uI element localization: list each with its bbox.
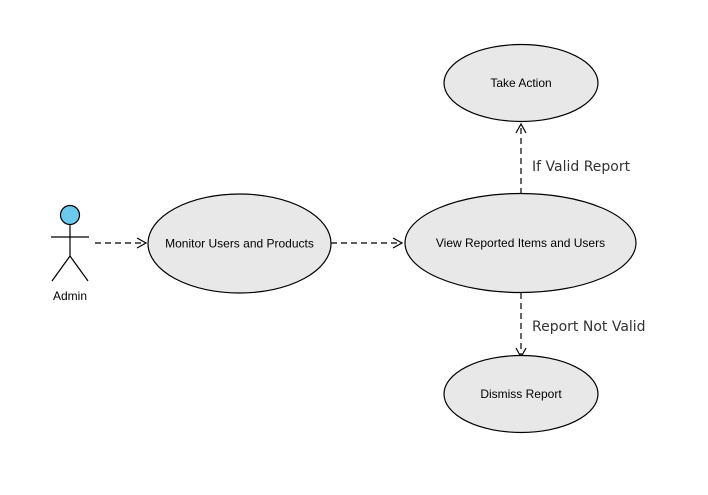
use-case-dismiss-shape bbox=[443, 354, 599, 434]
use-case-take-action-label: Take Action bbox=[490, 76, 551, 90]
use-case-view-reported: View Reported Items and Users bbox=[404, 192, 637, 294]
use-case-dismiss: Dismiss Report bbox=[443, 354, 599, 434]
edge-label-valid: If Valid Report bbox=[532, 159, 631, 175]
use-case-monitor-label: Monitor Users and Products bbox=[165, 237, 314, 251]
actor-label: Admin bbox=[53, 289, 87, 303]
use-case-view-reported-shape bbox=[404, 192, 637, 294]
actor-left-leg bbox=[51, 255, 71, 282]
actor-admin: Admin bbox=[51, 204, 89, 303]
use-case-monitor: Monitor Users and Products bbox=[147, 193, 332, 294]
use-case-view-reported-label: View Reported Items and Users bbox=[436, 236, 605, 250]
use-case-monitor-shape bbox=[147, 193, 332, 294]
use-case-take-action: Take Action bbox=[443, 43, 599, 123]
edge-label-not-valid: Report Not Valid bbox=[532, 319, 646, 335]
actor-head bbox=[59, 204, 81, 226]
use-case-take-action-shape bbox=[443, 43, 599, 123]
use-case-dismiss-label: Dismiss Report bbox=[480, 387, 562, 401]
actor-right-leg bbox=[69, 255, 89, 282]
